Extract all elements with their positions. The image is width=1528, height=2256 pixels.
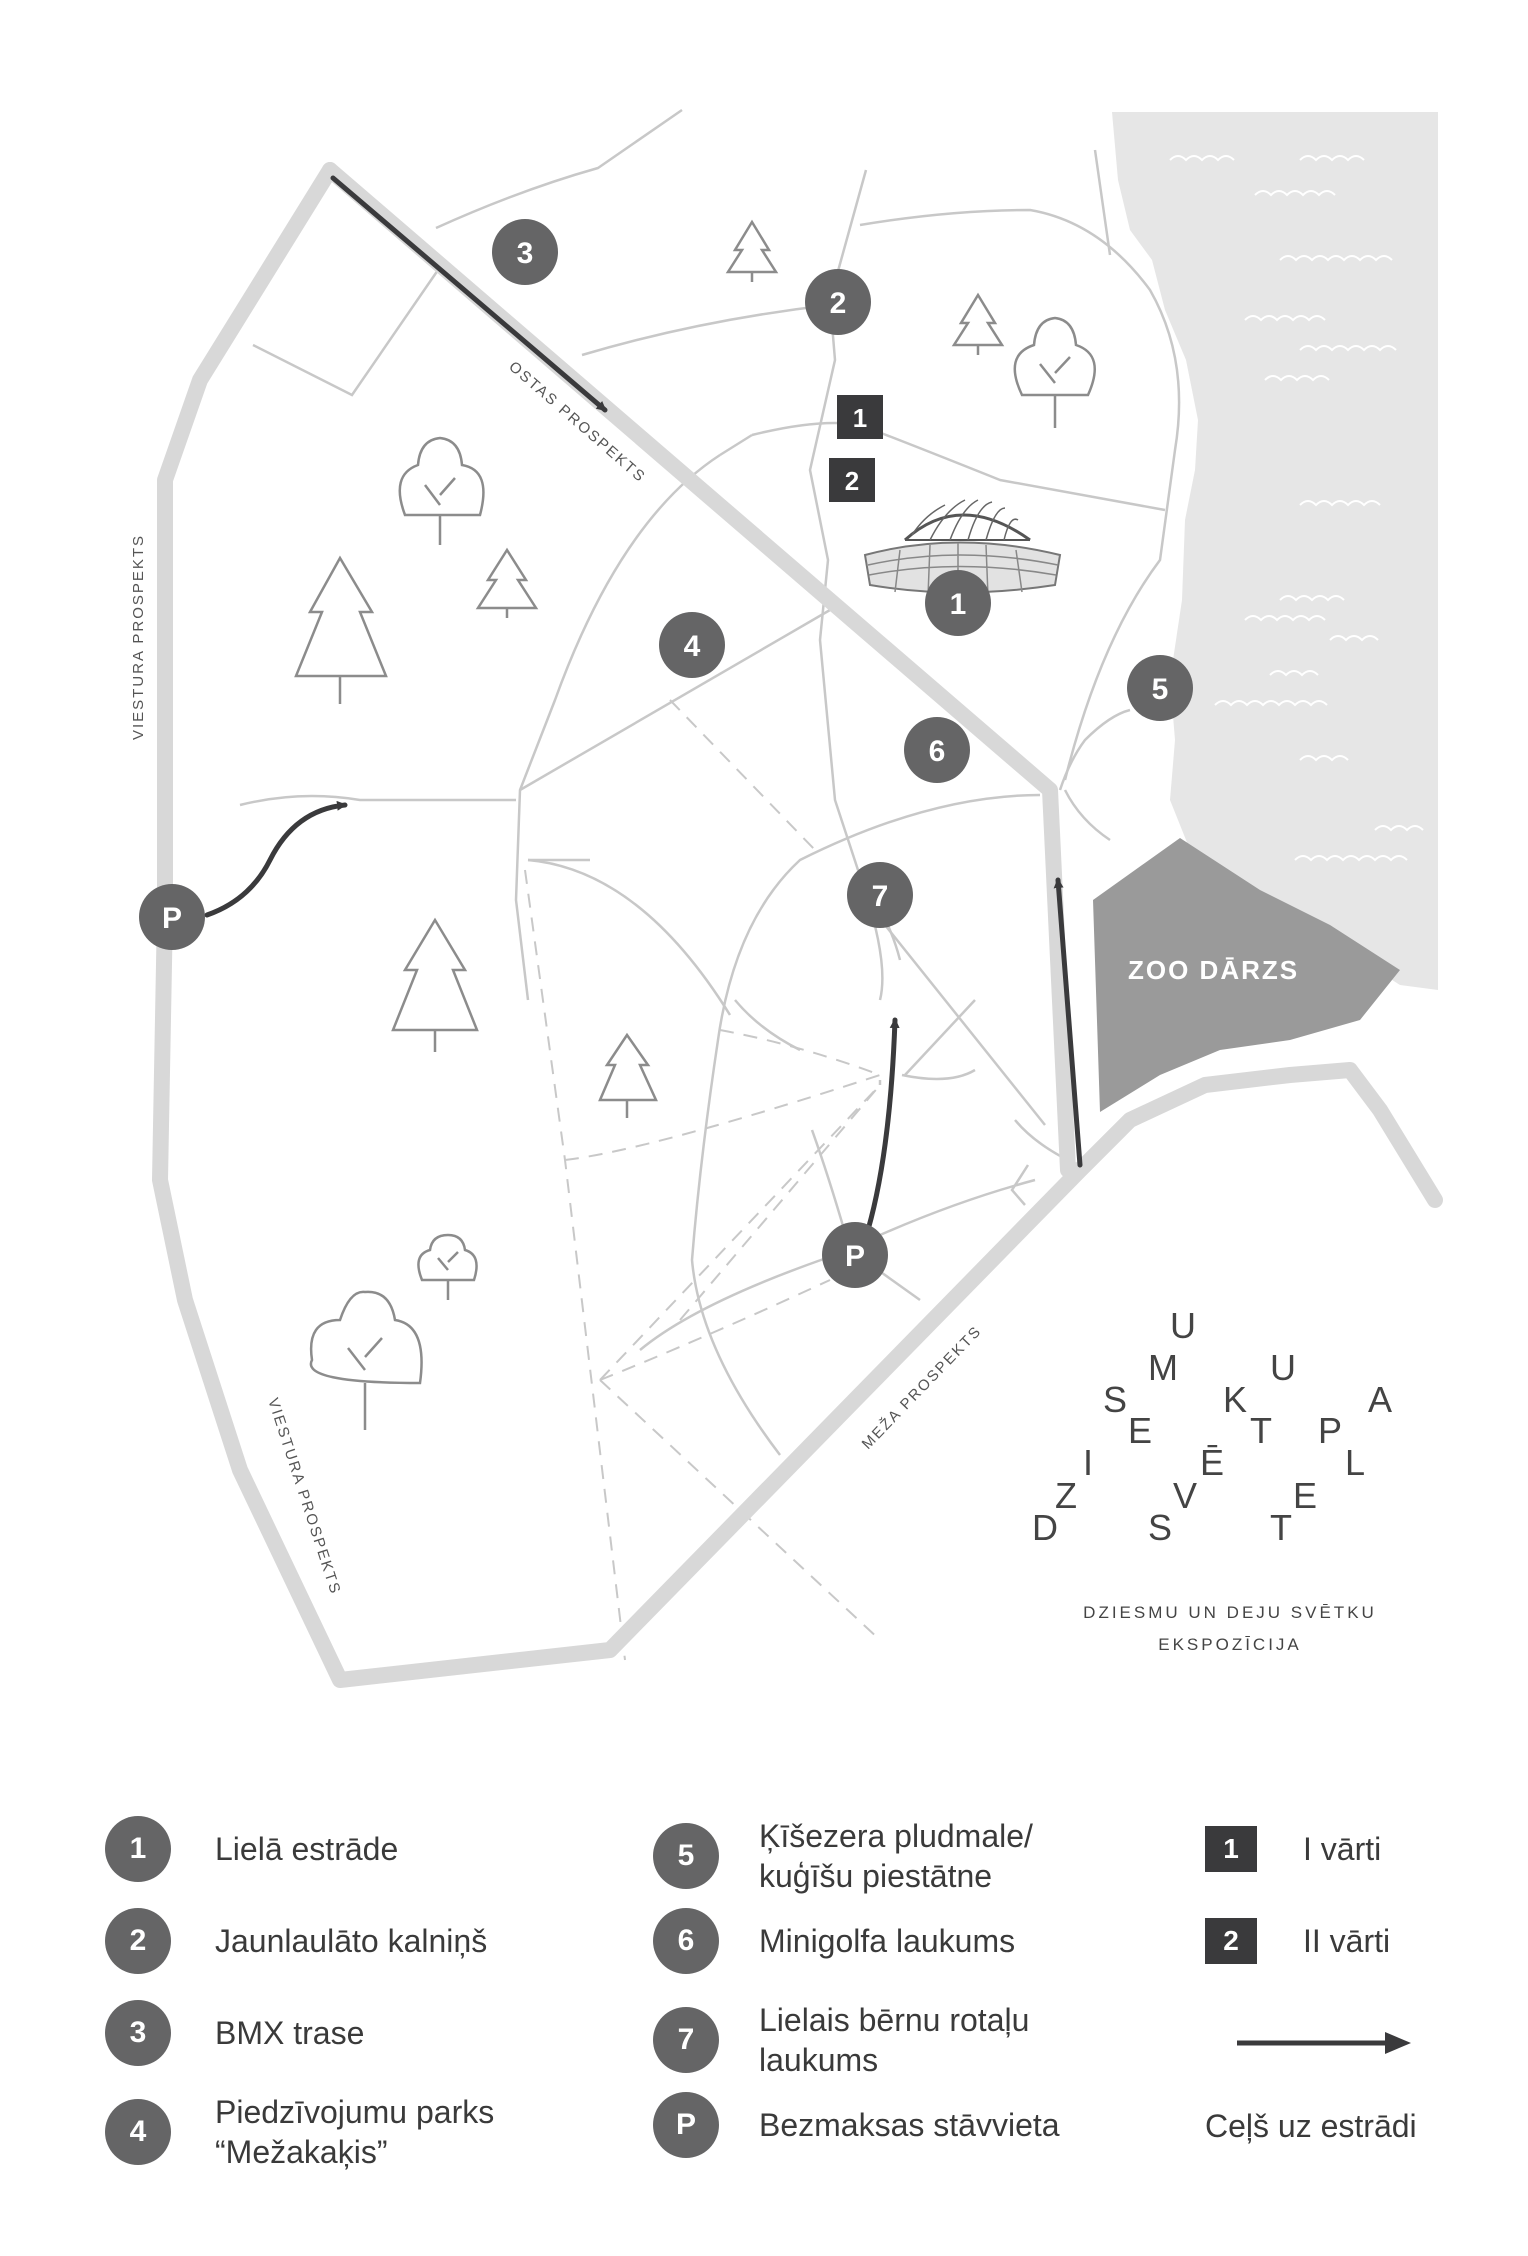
parking-marker-bottom[interactable]: P bbox=[822, 1222, 888, 1288]
svg-text:M: M bbox=[1148, 1347, 1178, 1388]
legend-gate-2: 2 II vārti bbox=[1205, 1918, 1390, 1964]
marker-2[interactable]: 2 bbox=[805, 269, 871, 335]
fir-tree-icon bbox=[475, 547, 539, 618]
legend-route-label: Ceļš uz estrādi bbox=[1205, 2108, 1417, 2144]
svg-text:I: I bbox=[1083, 1442, 1093, 1483]
legend-label: Lielā estrāde bbox=[215, 1831, 399, 1867]
road-label-viestura-top: VIESTURA PROSPEKTS bbox=[130, 534, 147, 740]
svg-text:E: E bbox=[1293, 1475, 1317, 1516]
marker-1[interactable]: 1 bbox=[925, 570, 991, 636]
svg-text:V: V bbox=[1173, 1475, 1197, 1516]
legend-badge: 7 bbox=[653, 2007, 719, 2073]
zoo-area bbox=[1093, 838, 1400, 1112]
legend-badge: 6 bbox=[653, 1908, 719, 1974]
legend-label: Jaunlaulāto kalniņš bbox=[215, 1923, 488, 1959]
expo-caption-line2: EKSPOZĪCIJA bbox=[1158, 1635, 1302, 1654]
legend-badge: 2 bbox=[105, 1908, 171, 1974]
park-map: ZOO DĀRZS bbox=[130, 108, 1443, 1688]
legend-item-7: 7 Lielais bērnu rotaļu laukums bbox=[653, 2000, 1029, 2080]
svg-text:A: A bbox=[1368, 1379, 1392, 1420]
water-waves bbox=[1169, 155, 1424, 862]
svg-text:1: 1 bbox=[950, 588, 967, 621]
svg-text:S: S bbox=[1148, 1507, 1172, 1548]
legend-item-2: 2 Jaunlaulāto kalniņš bbox=[105, 1908, 487, 1974]
svg-text:1: 1 bbox=[853, 403, 867, 433]
legend-badge: 5 bbox=[653, 1823, 719, 1889]
expo-logo: U M U S K A E T P I Ē L Z V E D S T bbox=[1032, 1305, 1392, 1548]
legend-badge: 3 bbox=[105, 2000, 171, 2066]
legend-badge: P bbox=[653, 2092, 719, 2158]
legend-label: Ķīšezera pludmale/ kuģīšu piestātne bbox=[759, 1818, 1033, 1894]
legend-gate-badge: 1 bbox=[1205, 1826, 1257, 1872]
lake bbox=[1112, 112, 1438, 990]
svg-text:U: U bbox=[1170, 1305, 1196, 1346]
svg-text:Z: Z bbox=[1055, 1475, 1077, 1516]
deciduous-tree-icon bbox=[309, 1290, 423, 1430]
svg-text:L: L bbox=[1345, 1442, 1365, 1483]
marker-6[interactable]: 6 bbox=[904, 717, 970, 783]
svg-text:Ē: Ē bbox=[1200, 1442, 1224, 1483]
legend-item-1: 1 Lielā estrāde bbox=[105, 1816, 398, 1882]
zoo-label: ZOO DĀRZS bbox=[1128, 955, 1299, 985]
legend-label: Minigolfa laukums bbox=[759, 1923, 1016, 1959]
svg-text:P: P bbox=[845, 1240, 865, 1273]
legend-item-5: 5 Ķīšezera pludmale/ kuģīšu piestātne bbox=[653, 1816, 1033, 1896]
stage-building-icon bbox=[863, 499, 1062, 598]
svg-text:K: K bbox=[1223, 1379, 1247, 1420]
svg-text:2: 2 bbox=[845, 466, 859, 496]
svg-text:4: 4 bbox=[684, 630, 701, 663]
legend-item-parking: P Bezmaksas stāvvieta bbox=[653, 2092, 1060, 2158]
svg-text:P: P bbox=[1318, 1410, 1342, 1451]
svg-text:S: S bbox=[1103, 1379, 1127, 1420]
fir-tree-icon bbox=[391, 917, 479, 1052]
gate-1-marker[interactable]: 1 bbox=[837, 395, 883, 439]
svg-text:U: U bbox=[1270, 1347, 1296, 1388]
road-label-viestura-bottom: VIESTURA PROSPEKTS bbox=[264, 1396, 344, 1597]
tree-icons bbox=[294, 219, 1096, 1430]
fir-tree-icon bbox=[951, 292, 1005, 355]
svg-text:2: 2 bbox=[830, 287, 847, 320]
legend-badge: 4 bbox=[105, 2099, 171, 2165]
marker-3[interactable]: 3 bbox=[492, 219, 558, 285]
expo-caption-line1: DZIESMU UN DEJU SVĒTKU bbox=[1083, 1603, 1377, 1622]
legend-gate-badge: 2 bbox=[1205, 1918, 1257, 1964]
legend-label: BMX trase bbox=[215, 2015, 365, 2051]
legend-label: Bezmaksas stāvvieta bbox=[759, 2107, 1060, 2143]
legend-gate-label: I vārti bbox=[1303, 1831, 1382, 1867]
dashed-paths bbox=[524, 699, 881, 1661]
legend-gate-1: 1 I vārti bbox=[1205, 1826, 1381, 1872]
fir-tree-icon bbox=[294, 555, 388, 704]
marker-5[interactable]: 5 bbox=[1127, 655, 1193, 721]
marker-4[interactable]: 4 bbox=[659, 612, 725, 678]
deciduous-tree-icon bbox=[398, 436, 485, 545]
legend-label: Lielais bērnu rotaļu laukums bbox=[759, 2002, 1030, 2078]
svg-text:5: 5 bbox=[1152, 673, 1169, 706]
parking-marker-left[interactable]: P bbox=[139, 884, 205, 950]
fir-tree-icon bbox=[725, 219, 779, 282]
legend-label: Piedzīvojumu parks “Mežakaķis” bbox=[215, 2094, 495, 2170]
svg-text:T: T bbox=[1250, 1410, 1272, 1451]
svg-text:E: E bbox=[1128, 1410, 1152, 1451]
main-roads bbox=[152, 162, 1443, 1688]
legend-badge: 1 bbox=[105, 1816, 171, 1882]
legend-item-3: 3 BMX trase bbox=[105, 2000, 364, 2066]
svg-text:D: D bbox=[1032, 1507, 1058, 1548]
svg-text:T: T bbox=[1270, 1507, 1292, 1548]
svg-text:6: 6 bbox=[929, 735, 946, 768]
svg-text:7: 7 bbox=[872, 880, 889, 913]
legend-route-arrow-icon bbox=[1237, 2032, 1411, 2054]
marker-7[interactable]: 7 bbox=[847, 862, 913, 928]
svg-text:3: 3 bbox=[517, 237, 534, 270]
route-arrows bbox=[204, 175, 1083, 1243]
deciduous-tree-icon bbox=[417, 1233, 478, 1300]
map-legend: 1 Lielā estrāde 2 Jaunlaulāto kalniņš 3 … bbox=[0, 1780, 1528, 2200]
gate-2-marker[interactable]: 2 bbox=[829, 458, 875, 502]
deciduous-tree-icon bbox=[1013, 316, 1096, 428]
fir-tree-icon bbox=[598, 1032, 658, 1118]
legend-gate-label: II vārti bbox=[1303, 1923, 1391, 1959]
legend-item-6: 6 Minigolfa laukums bbox=[653, 1908, 1015, 1974]
svg-text:P: P bbox=[162, 902, 182, 935]
legend-item-4: 4 Piedzīvojumu parks “Mežakaķis” bbox=[105, 2092, 494, 2172]
